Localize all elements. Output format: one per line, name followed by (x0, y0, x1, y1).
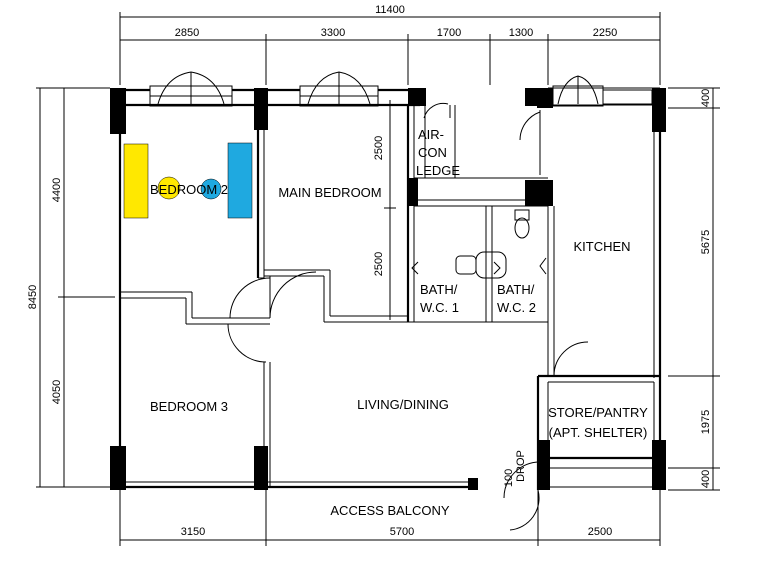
walls (118, 87, 662, 490)
label-store-pantry-2: (APT. SHELTER) (549, 425, 648, 440)
label-living-dining: LIVING/DINING (357, 397, 449, 412)
label-air-con-1: AIR- (418, 127, 444, 142)
dim-right-4: 400 (700, 470, 712, 488)
inner-dimension-lines (384, 100, 396, 320)
label-access-balcony: ACCESS BALCONY (330, 503, 450, 518)
label-bath-2-b: W.C. 2 (497, 300, 536, 315)
dim-inner-2: 2500 (373, 252, 385, 276)
blue-marker-circle (200, 178, 222, 200)
label-air-con-2: CON (418, 145, 447, 160)
label-bedroom-3: BEDROOM 3 (150, 399, 228, 414)
label-kitchen: KITCHEN (573, 239, 630, 254)
structural-columns (110, 88, 666, 490)
dim-drop-100: 100 (503, 469, 515, 487)
yellow-marker-circle (157, 176, 181, 200)
left-dimension-lines (36, 87, 115, 488)
yellow-marker-rect (123, 143, 149, 219)
label-bath-2-a: BATH/ (497, 282, 535, 297)
dim-top-1: 2850 (175, 27, 199, 39)
dim-right-3: 1975 (700, 410, 712, 434)
dim-right-1: 400 (700, 89, 712, 107)
right-dimension-lines (668, 87, 720, 491)
dim-left-1: 4400 (51, 178, 63, 202)
dim-top-5: 2250 (593, 27, 617, 39)
label-store-pantry-1: STORE/PANTRY (548, 405, 648, 420)
dim-overall-width: 11400 (375, 4, 405, 16)
dim-bottom-3: 2500 (588, 526, 612, 538)
dim-left-2: 4050 (51, 380, 63, 404)
label-bath-1-a: BATH/ (420, 282, 458, 297)
dim-top-4: 1300 (509, 27, 533, 39)
dim-inner-1: 2500 (373, 136, 385, 160)
dim-top-3: 1700 (437, 27, 461, 39)
doors (227, 102, 589, 531)
dim-bottom-2: 5700 (390, 526, 414, 538)
dim-right-2: 5675 (700, 230, 712, 254)
label-air-con-3: LEDGE (416, 163, 460, 178)
top-dimension-lines (119, 12, 661, 85)
dim-bottom-1: 3150 (181, 526, 205, 538)
windows (149, 71, 653, 107)
fixtures (455, 185, 545, 279)
dim-top-2: 3300 (321, 27, 345, 39)
label-main-bedroom: MAIN BEDROOM (278, 185, 381, 200)
blue-marker-rect (227, 142, 253, 219)
label-bedroom-2: BEDROOM 2 (150, 182, 228, 197)
bottom-dimension-lines (119, 490, 661, 546)
label-bath-1-b: W.C. 1 (420, 300, 459, 315)
dim-left-overall: 8450 (27, 285, 39, 309)
dim-drop-label: DROP (515, 450, 527, 482)
color-markers (123, 142, 253, 219)
